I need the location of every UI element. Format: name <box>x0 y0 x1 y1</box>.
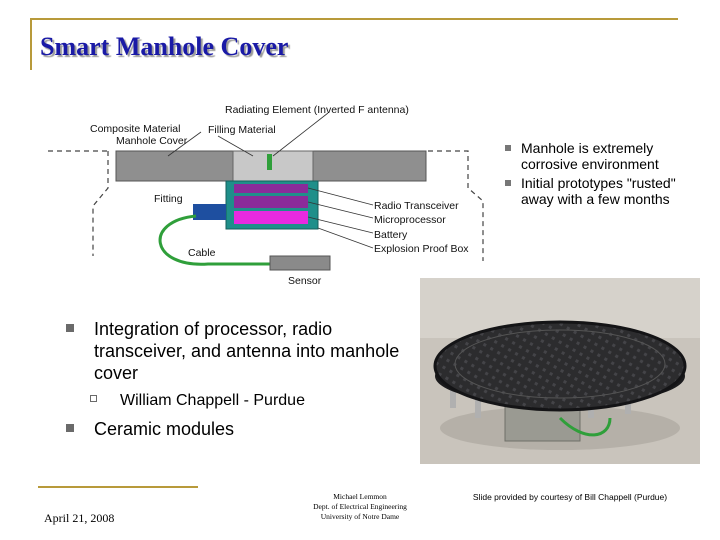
author-university: University of Notre Dame <box>320 512 400 521</box>
label-microprocessor: Microprocessor <box>374 214 446 226</box>
cable-line <box>158 214 270 266</box>
square-bullet-icon <box>505 145 511 151</box>
sensor-block <box>269 255 331 271</box>
square-bullet-icon <box>66 424 74 432</box>
label-filling-material: Filling Material <box>208 124 276 136</box>
left-frame-line <box>30 18 32 70</box>
right-bullet-item: Manhole is extremely corrosive environme… <box>505 140 695 172</box>
label-battery: Battery <box>374 229 408 241</box>
slide-title: Smart Manhole Cover <box>40 32 289 61</box>
label-explosion-proof-box: Explosion Proof Box <box>374 243 469 255</box>
slide-date: April 21, 2008 <box>44 511 115 525</box>
hollow-square-bullet-icon <box>90 395 97 402</box>
radio-module <box>234 184 308 193</box>
battery-module <box>234 211 308 224</box>
footer-line <box>38 486 198 488</box>
main-bullet-item: Ceramic modules <box>66 418 416 440</box>
main-bullet-list: Integration of processor, radio transcei… <box>66 318 416 440</box>
antenna-element <box>267 154 272 170</box>
square-bullet-icon <box>505 180 511 186</box>
label-cable: Cable <box>188 247 216 259</box>
manhole-diagram: Radiating Element (Inverted F antenna) C… <box>48 104 484 287</box>
right-bullet-item: Initial prototypes "rusted" away with a … <box>505 175 695 207</box>
sub-bullet-item: William Chappell - Purdue <box>66 390 416 412</box>
credit-note: Slide provided by courtesy of Bill Chapp… <box>472 492 668 502</box>
author-name: Michael Lemmon <box>333 492 387 501</box>
label-composite-line1: Composite Material <box>90 123 180 135</box>
top-frame-line <box>30 18 678 20</box>
label-sensor: Sensor <box>288 275 322 287</box>
right-bullet-list: Manhole is extremely corrosive environme… <box>505 140 695 210</box>
author-block: Michael Lemmon Dept. of Electrical Engin… <box>290 492 430 522</box>
label-composite-line2: Manhole Cover <box>116 135 188 147</box>
author-dept: Dept. of Electrical Engineering <box>313 502 407 511</box>
manhole-cover-photo <box>420 278 700 464</box>
microprocessor-module <box>234 196 308 208</box>
label-fitting: Fitting <box>154 193 183 205</box>
square-bullet-icon <box>66 324 74 332</box>
label-radio-transceiver: Radio Transceiver <box>374 200 459 212</box>
label-radiating-element: Radiating Element (Inverted F antenna) <box>225 104 409 116</box>
fitting-block <box>193 204 226 220</box>
main-bullet-item: Integration of processor, radio transcei… <box>66 318 416 384</box>
